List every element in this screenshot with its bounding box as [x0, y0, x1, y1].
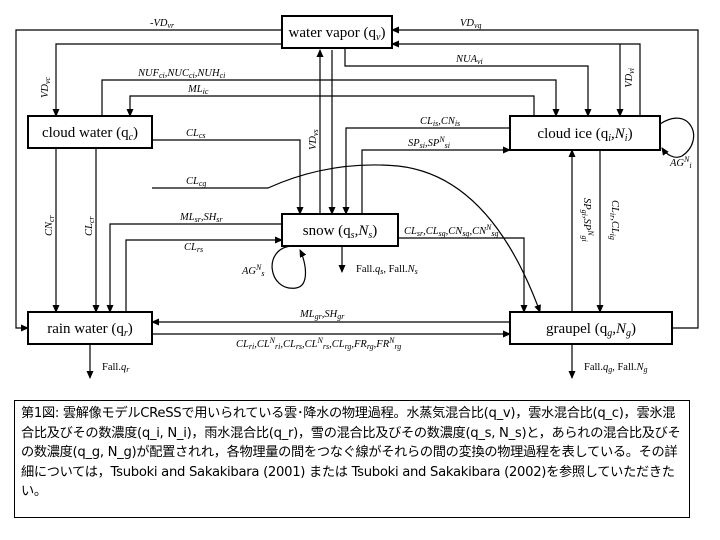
label-mlgr: MLgr,SHgr [299, 309, 345, 321]
label-vdvs: VDvs [308, 129, 320, 150]
arrow-clsr [398, 237, 528, 313]
arrow-vdvi [391, 40, 641, 116]
label-agns: AGNs [241, 263, 264, 278]
arrow-nuavi [344, 48, 592, 117]
label-clcr: CLcr [84, 216, 96, 236]
label-cncr: CNcr [44, 214, 56, 236]
label-agni: AGNi [669, 155, 692, 170]
arrow-vdvg [391, 26, 699, 329]
arrow-clcs [152, 139, 304, 215]
label-vdvc: VDvc [40, 76, 52, 98]
svg-text:graupel (qg,Ng): graupel (qg,Ng) [546, 321, 636, 339]
svg-text:cloud water (qc): cloud water (qc) [42, 125, 138, 143]
arrow-clrs [125, 236, 283, 312]
node-water-vapor: water vapor (qv) [281, 15, 393, 49]
arrow-nuf [101, 79, 560, 117]
label-nuf: NUFci,NUCci,NUHci [137, 68, 225, 80]
process-arrows [15, 26, 699, 379]
label-vdvg: VDvg [460, 18, 482, 30]
label-nuavi: NUAvi [455, 54, 483, 66]
node-rain-water: rain water (qr) [27, 311, 153, 345]
label-fall-snow: Fall.qs, Fall.Ns [356, 264, 418, 276]
label-clcg: CLcg [186, 176, 206, 188]
node-cloud-ice: cloud ice (qi,Ni) [509, 115, 661, 151]
label-fall-graupel: Fall.qg, Fall.Ng [584, 362, 647, 374]
svg-text:snow (qs,Ns): snow (qs,Ns) [303, 223, 378, 241]
arrow-agni [659, 117, 695, 158]
label-vdvi: VDvi [624, 68, 636, 88]
svg-text:rain water (qr): rain water (qr) [47, 321, 133, 339]
arrow-agns [271, 245, 307, 289]
process-labels: -VDvr VDvg VDvc NUFci,NUCci,NUHci NUAvi … [40, 18, 692, 374]
node-cloud-water: cloud water (qc) [27, 115, 153, 149]
label-vdvr: -VDvr [150, 18, 175, 30]
label-mlic: MLic [187, 84, 209, 96]
label-clcs: CLcs [186, 128, 206, 140]
label-spsi: SPsi,SPNsi [408, 135, 450, 150]
label-mlsr: MLsr,SHsr [179, 212, 223, 224]
label-clrs: CLrs [184, 242, 203, 254]
arrow-clis [342, 127, 510, 215]
cloud-microphysics-diagram: water vapor (qv) cloud water (qc) cloud … [15, 15, 699, 379]
svg-text:cloud ice (qi,Ni): cloud ice (qi,Ni) [537, 126, 632, 144]
label-clsr: CLsr,CLsg,CNsg,CNNsg [404, 223, 499, 238]
node-snow: snow (qs,Ns) [281, 213, 399, 247]
label-spgi: SPgi,SPNgi [580, 198, 595, 242]
figure-caption: 第1図: 雲解像モデルCReSSで用いられている雲･降水の物理過程。水蒸気混合比… [14, 400, 690, 518]
label-clri: CLri,CLNri,CLrs,CLNrs,CLrg,FRrg,FRNrg [236, 336, 401, 351]
label-clir: CLir,CLig [608, 200, 620, 240]
node-graupel: graupel (qg,Ng) [509, 311, 673, 345]
arrow-mlsr [106, 223, 282, 313]
arrow-clcg [152, 164, 541, 313]
label-clis: CLis,CNis [420, 116, 460, 128]
svg-text:water vapor (qv): water vapor (qv) [289, 25, 386, 43]
arrow-vdvc [52, 43, 282, 117]
arrow-spsi [361, 146, 511, 214]
label-fall-rain: Fall.qr [102, 362, 130, 374]
arrow-vdvr [15, 29, 282, 332]
